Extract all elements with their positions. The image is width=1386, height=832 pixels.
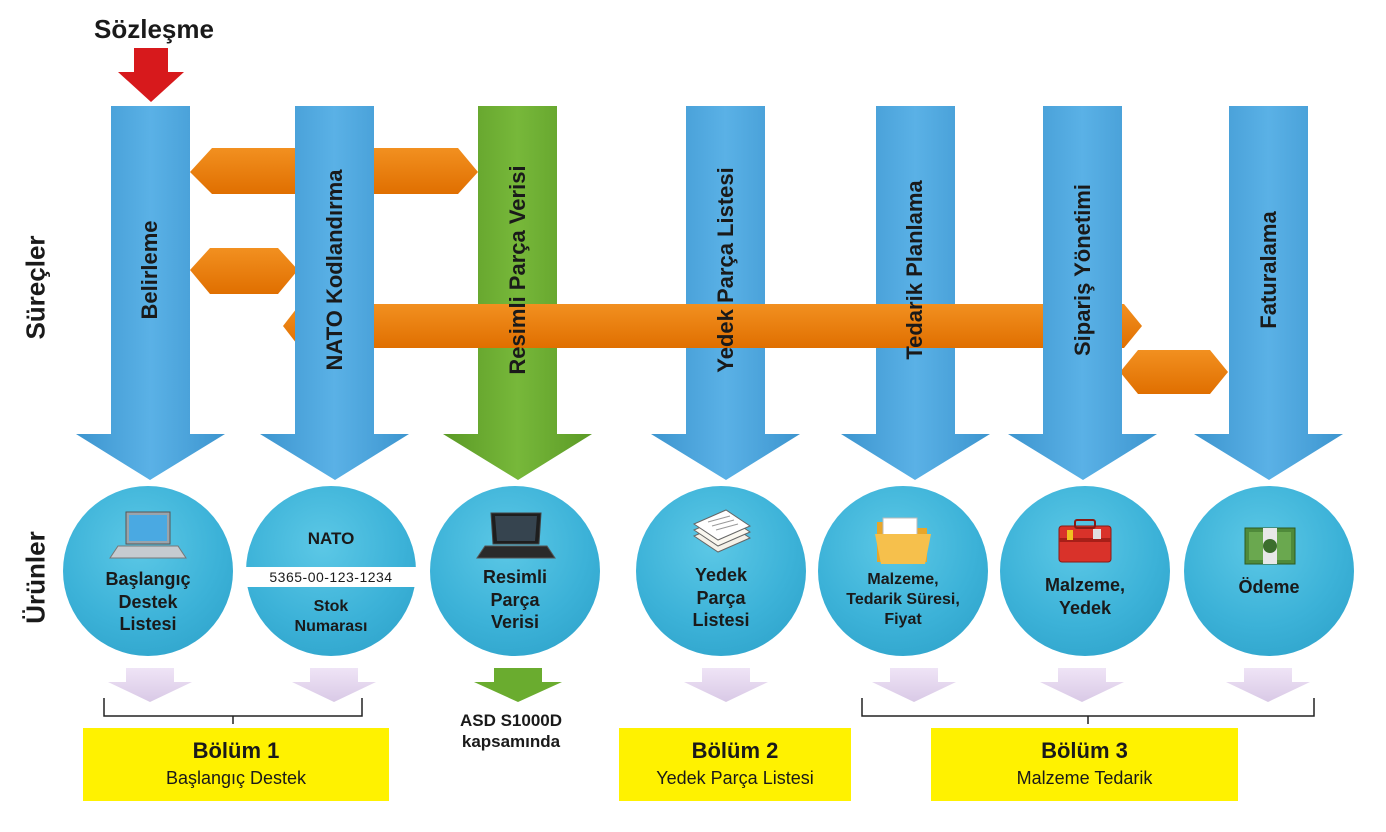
laptop-icon [476, 512, 556, 559]
section-3-name: Malzeme Tedarik [1016, 768, 1153, 788]
money-icon [1244, 527, 1296, 565]
connector-nato-siparis-front [374, 304, 1043, 348]
product-6-line-1: Malzeme, [1044, 575, 1126, 595]
brackets [103, 698, 1315, 724]
asd-note-line-2: kapsamında [461, 732, 561, 752]
output-arrow-1 [108, 668, 192, 702]
product-1-line-2: Destek [118, 591, 178, 612]
process-label-6: Sipariş Yönetimi [1070, 184, 1095, 356]
process-label-5: Tedarik Planlama [902, 180, 927, 360]
section-2-name: Yedek Parça Listesi [656, 768, 814, 788]
product-4-line-3: Listesi [692, 610, 750, 630]
documents-icon [692, 509, 752, 553]
product-circle-6: Malzeme, Yedek [1000, 486, 1170, 656]
output-arrow-6 [1040, 668, 1124, 702]
output-arrow-2 [292, 668, 376, 702]
process-arrows [76, 106, 1343, 480]
product-1-line-3: Listesi [119, 614, 177, 634]
section-3-number: Bölüm 3 [1041, 738, 1128, 763]
connector-belirleme-nato [190, 248, 298, 294]
process-arrow-3 [443, 106, 592, 480]
contract-arrow [118, 48, 184, 102]
product-circle-4: Yedek Parça Listesi [636, 486, 806, 656]
toolbox-icon [1058, 519, 1112, 563]
output-arrows [108, 668, 1310, 702]
product-5-line-3: Fiyat [884, 611, 922, 628]
process-label-4: Yedek Parça Listesi [713, 167, 738, 373]
output-arrow-4 [684, 668, 768, 702]
process-arrow-5 [841, 106, 990, 480]
product-3-line-1: Resimli [482, 567, 548, 587]
folder-icon [875, 517, 931, 564]
section-2-number: Bölüm 2 [691, 738, 779, 763]
product-3-line-2: Parça [490, 589, 540, 610]
stock-number: 5365-00-123-1234 [246, 567, 416, 588]
bracket-section-1 [103, 698, 363, 717]
processes-label: Süreçler [20, 235, 51, 340]
output-arrow-7 [1226, 668, 1310, 702]
product-circle-5: Malzeme, Tedarik Süresi, Fiyat [818, 486, 988, 656]
process-label-3: Resimli Parça Verisi [505, 165, 530, 375]
product-circle-1: Başlangıç Destek Listesi [63, 486, 233, 656]
product-2-line-1: Stok [313, 598, 349, 616]
asd-note: ASD S1000D kapsamında [436, 710, 586, 753]
product-3-line-3: Verisi [490, 612, 540, 632]
connector-siparis-faturalama [1120, 350, 1228, 394]
product-circle-3: Resimli Parça Verisi [430, 486, 600, 656]
nato-title: NATO [307, 529, 355, 548]
product-5-line-2: Tedarik Süresi, [846, 591, 960, 608]
process-label-2: NATO Kodlandırma [322, 169, 347, 371]
product-7-line-1: Ödeme [1238, 577, 1300, 597]
product-4-line-2: Parça [696, 587, 746, 608]
asd-note-line-1: ASD S1000D [459, 711, 563, 730]
process-label-7: Faturalama [1256, 211, 1281, 329]
contract-label: Sözleşme [94, 14, 214, 44]
output-arrow-3 [474, 668, 562, 702]
process-arrow-2 [260, 106, 409, 480]
output-arrow-5 [872, 668, 956, 702]
section-3-box: Bölüm 3 Malzeme Tedarik [931, 728, 1238, 801]
process-arrow-7 [1194, 106, 1343, 480]
section-1-number: Bölüm 1 [192, 738, 280, 763]
product-2-line-2: Numarası [294, 618, 368, 636]
section-1-box: Bölüm 1 Başlangıç Destek [83, 728, 389, 801]
process-arrow-4 [651, 106, 800, 480]
section-2-box: Bölüm 2 Yedek Parça Listesi [619, 728, 851, 801]
laptop-icon [109, 511, 187, 559]
product-6-line-2: Yedek [1058, 597, 1112, 618]
product-1-line-1: Başlangıç [105, 569, 191, 589]
product-5-line-1: Malzeme, [867, 571, 939, 588]
process-arrow-6 [1008, 106, 1157, 480]
process-label-1: Belirleme [137, 220, 162, 320]
product-4-line-1: Yedek [694, 565, 748, 585]
bracket-section-3 [861, 698, 1315, 717]
process-arrow-1 [76, 106, 225, 480]
product-circle-7: Ödeme [1184, 486, 1354, 656]
product-circle-2: NATO 5365-00-123-1234 Stok Numarası [246, 486, 416, 656]
section-1-name: Başlangıç Destek [165, 768, 307, 788]
products-label: Ürünler [20, 531, 51, 624]
